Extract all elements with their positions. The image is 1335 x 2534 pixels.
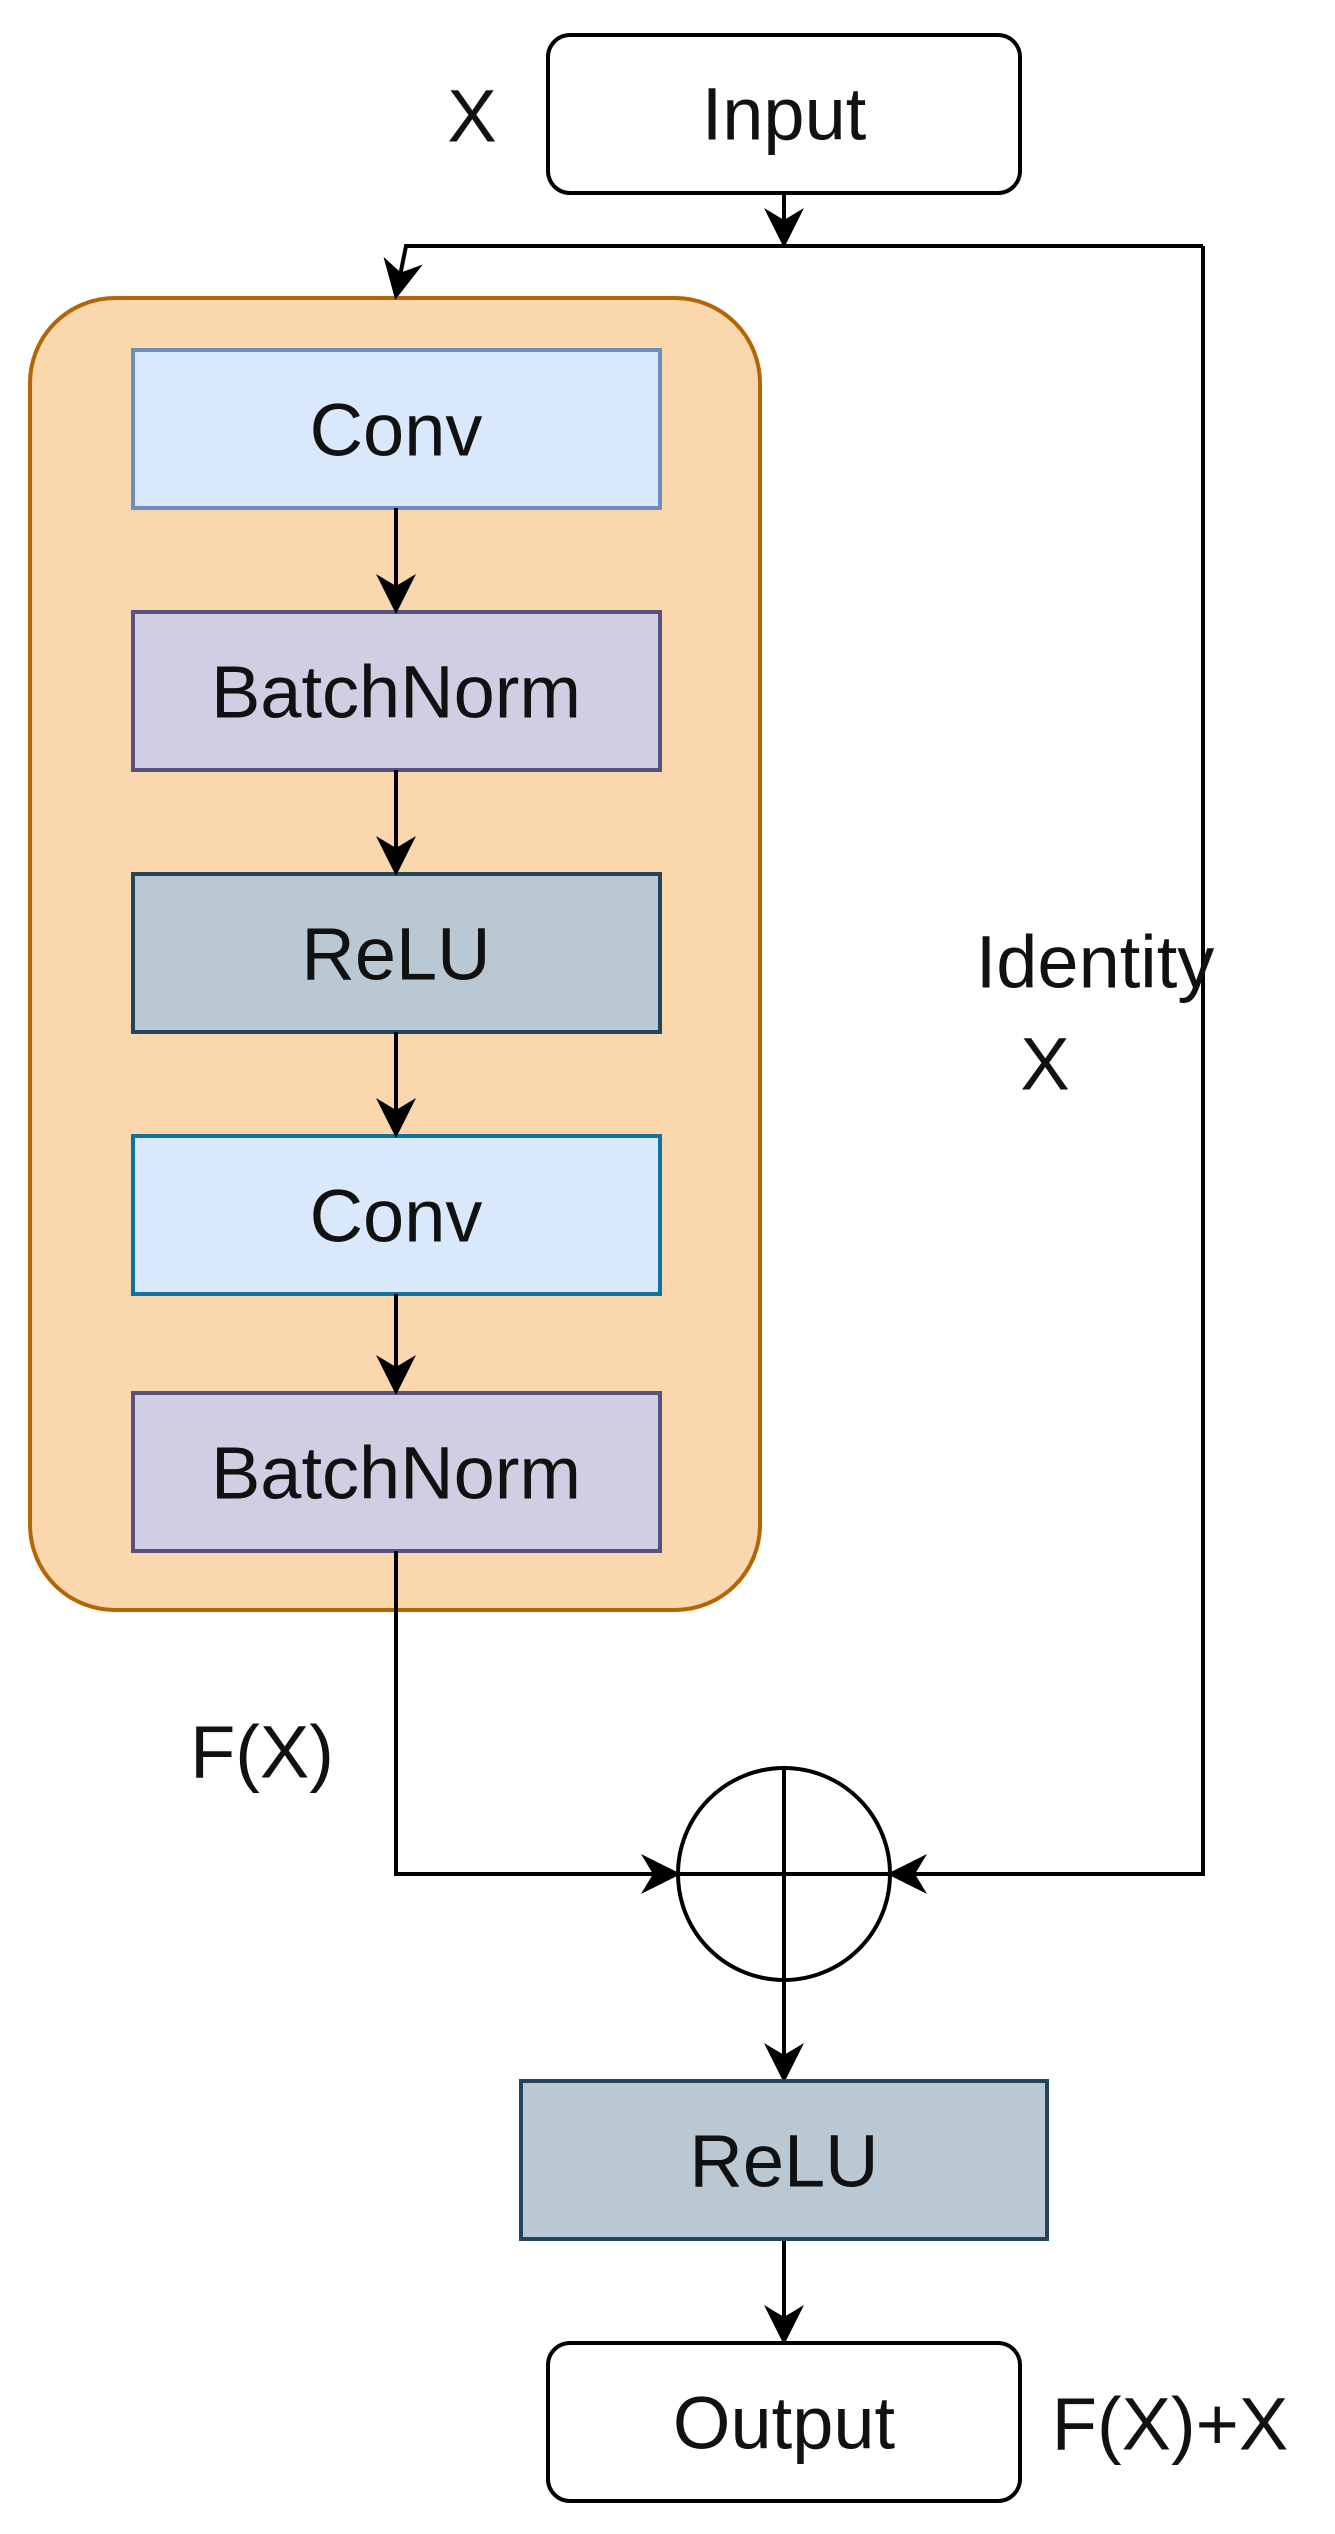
edge-identity-skip [887,246,1205,1894]
layer-relu-1-label: ReLU [301,913,490,996]
layer-conv-1: Conv [131,348,662,510]
layer-batchnorm-1-box [131,610,662,772]
edge-block-to-merge [394,1551,681,1894]
layer-relu-1-box [131,872,662,1034]
layer-conv-1-label: Conv [310,389,483,472]
skip-label-line1: Identity [976,921,1215,1004]
edge-split-to-block [383,244,1203,300]
input-label: Input [702,73,867,156]
layer-batchnorm-1-label: BatchNorm [211,651,581,734]
input-side-label: X [447,75,496,158]
layer-conv-2-label: Conv [310,1175,483,1258]
layer-batchnorm-2-box [131,1391,662,1553]
layer-relu-1: ReLU [131,872,662,1034]
post-relu-box [519,2079,1049,2241]
output-label: Output [673,2382,896,2465]
sum-circle-icon [676,1766,892,1982]
skip-label-line2: X [1020,1023,1069,1106]
post-relu-node: ReLU [519,2079,1049,2241]
layer-batchnorm-2: BatchNorm [131,1391,662,1553]
post-relu-label: ReLU [689,2120,878,2203]
output-side-label: F(X)+X [1052,2383,1288,2466]
layer-batchnorm-2-label: BatchNorm [211,1432,581,1515]
input-node: Input [546,33,1022,195]
layer-conv-2: Conv [131,1134,662,1296]
output-box [546,2341,1022,2503]
block-output-label: F(X) [190,1711,334,1794]
output-node: Output [546,2341,1022,2503]
layer-batchnorm-1: BatchNorm [131,610,662,772]
